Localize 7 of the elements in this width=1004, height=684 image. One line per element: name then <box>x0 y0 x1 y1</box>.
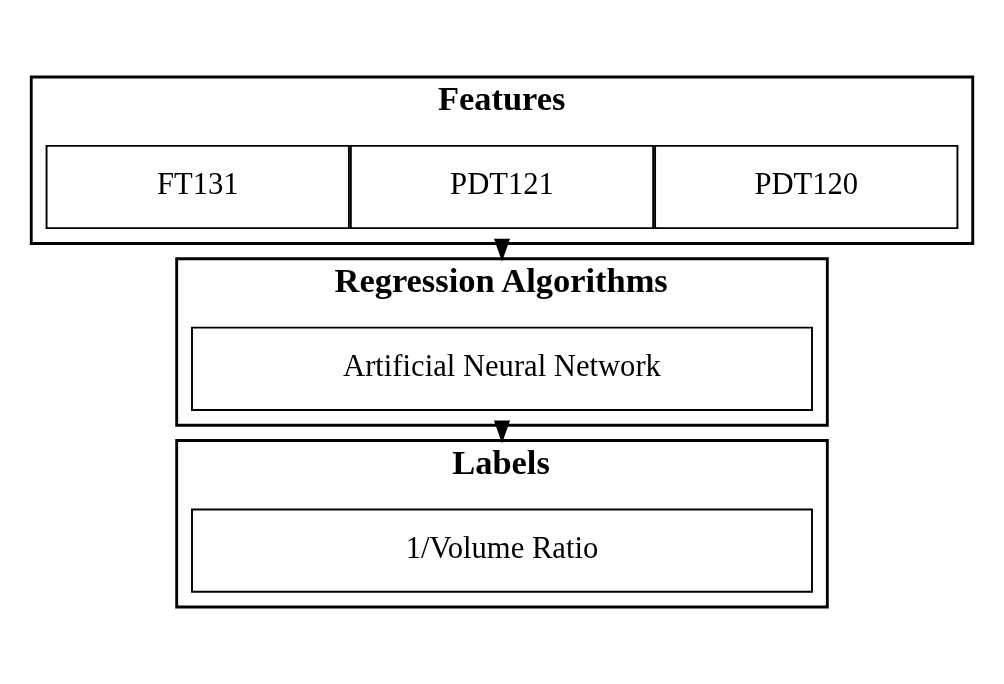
node-box: Artificial Neural Network <box>191 326 813 411</box>
node-box: 1/Volume Ratio <box>191 508 813 593</box>
node-box: PDT120 <box>654 144 959 230</box>
arrow <box>493 420 511 444</box>
node-box: PDT121 <box>349 144 655 230</box>
arrow <box>493 238 511 262</box>
node-box: FT131 <box>45 144 350 230</box>
